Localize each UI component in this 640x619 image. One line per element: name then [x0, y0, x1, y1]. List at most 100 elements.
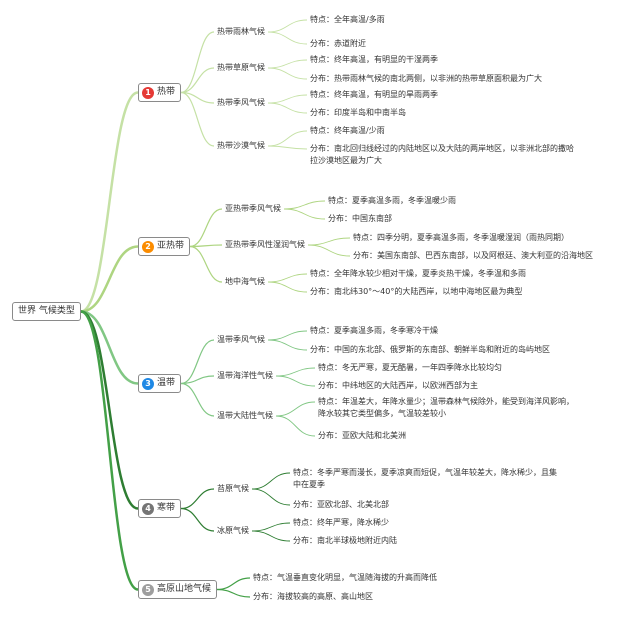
climate-node[interactable]: 热带季风气候 [217, 98, 265, 107]
detail-connector [275, 401, 316, 417]
detail-distribution: 分布：南北回归线经过的内陆地区以及大陆的两岸地区，以非洲北部的撒哈拉沙漠地区最为… [310, 144, 574, 165]
zone-frigid[interactable]: 4 寒带 [138, 499, 182, 518]
detail-feature: 特点：终年高温，有明显的旱雨两季 [310, 90, 438, 99]
climate-node[interactable]: 温带大陆性气候 [217, 411, 273, 420]
climate-node[interactable]: 亚热带季风气候 [225, 204, 281, 213]
climate-connector [189, 208, 223, 248]
detail-distribution: 分布：南北纬30°～40°的大陆西岸，以地中海地区最为典型 [310, 287, 523, 296]
climate-node[interactable]: 热带草原气候 [217, 63, 265, 72]
zone-tropical[interactable]: 1 热带 [138, 83, 182, 102]
detail-distribution: 分布：赤道附近 [310, 39, 366, 48]
detail-distribution: 分布：中国的东北部、俄罗斯的东南部、朝鲜半岛和附近的岛屿地区 [310, 345, 550, 354]
detail-feature: 特点：四季分明，夏季高温多雨，冬季温暖湿润（雨热同期） [353, 233, 569, 242]
detail-distribution: 分布：美国东南部、巴西东南部，以及阿根廷、澳大利亚的沿海地区 [353, 251, 593, 260]
detail-connector [267, 94, 308, 104]
detail-connector [267, 19, 308, 33]
detail-feature: 特点：夏季高温多雨，冬季寒冷干燥 [310, 326, 438, 335]
detail-distribution: 分布：海拔较高的高原、高山地区 [253, 592, 373, 601]
climate-connector [180, 507, 215, 532]
detail-feature: 特点：终年严寒，降水稀少 [293, 518, 389, 527]
zone-subtropical[interactable]: 2 亚热带 [138, 237, 191, 256]
climate-connector [180, 91, 215, 147]
zone-label: 温带 [157, 378, 176, 388]
climate-node[interactable]: 温带季风气候 [217, 335, 265, 344]
zone-connector [80, 91, 139, 313]
detail-connector [283, 208, 326, 220]
detail-connector [275, 367, 316, 377]
detail-connector [267, 31, 308, 45]
detail-feature: 特点：气温垂直变化明显，气温随海拔的升高而降低 [253, 573, 437, 582]
zone-label: 高原山地气候 [157, 584, 212, 594]
climate-connector [180, 31, 215, 94]
zone-highland[interactable]: 5 高原山地气候 [138, 580, 218, 599]
detail-distribution: 分布：亚欧北部、北美北部 [293, 500, 389, 509]
climate-node[interactable]: 热带沙漠气候 [217, 141, 265, 150]
detail-distribution: 分布：热带雨林气候的南北两侧，以非洲的热带草原面积最为广大 [310, 74, 542, 83]
climate-node[interactable]: 温带海洋性气候 [217, 371, 273, 380]
detail-connector [267, 102, 308, 114]
zone-connector [80, 245, 139, 313]
detail-feature: 特点：年温差大，年降水量少；温带森林气候除外，能受到海洋风影响，降水较其它类型偏… [318, 397, 574, 418]
detail-connector [251, 522, 291, 532]
detail-connector [267, 67, 308, 80]
zone-connector [80, 310, 139, 385]
detail-connector [217, 588, 251, 598]
number-badge: 3 [142, 377, 154, 390]
climate-connector [180, 382, 215, 417]
detail-distribution: 分布：印度半岛和中南半岛 [310, 108, 406, 117]
climate-connector [190, 244, 223, 248]
detail-connector [267, 330, 308, 341]
detail-distribution: 分布：中纬地区的大陆西岸，以欧洲西部为主 [318, 381, 478, 390]
climate-connector [181, 375, 215, 385]
detail-feature: 特点：全年降水较少相对干燥，夏季炎热干燥，冬季温和多雨 [310, 269, 526, 278]
detail-distribution: 分布：中国东南部 [328, 214, 392, 223]
detail-connector [283, 200, 326, 210]
detail-connector [267, 59, 308, 69]
root-label: 世界 气候类型 [18, 306, 75, 316]
climate-node[interactable]: 苔原气候 [217, 484, 249, 493]
climate-node[interactable]: 热带雨林气候 [217, 27, 265, 36]
climate-node[interactable]: 亚热带季风性湿润气候 [225, 240, 305, 249]
root-node[interactable]: 世界 气候类型 [12, 302, 81, 321]
detail-connector [275, 415, 316, 437]
detail-distribution: 分布：亚欧大陆和北美洲 [318, 431, 406, 440]
number-badge: 5 [142, 583, 154, 596]
detail-feature: 特点：冬无严寒，夏无酷暑，一年四季降水比较均匀 [318, 363, 502, 372]
detail-connector [307, 237, 351, 246]
number-badge: 2 [142, 240, 154, 253]
number-badge: 4 [142, 502, 154, 515]
detail-connector [251, 530, 291, 542]
detail-connector [251, 472, 291, 490]
detail-feature: 特点：冬季严寒而漫长，夏季凉爽而短促，气温年较差大，降水稀少，且集中在夏季 [293, 468, 557, 489]
climate-connector [180, 339, 215, 385]
detail-feature: 特点：终年高温，有明显的干湿两季 [310, 55, 438, 64]
zone-temperate[interactable]: 3 温带 [138, 374, 182, 393]
climate-node[interactable]: 冰原气候 [217, 526, 249, 535]
detail-connector [275, 375, 316, 387]
detail-feature: 特点：终年高温/少雨 [310, 126, 385, 135]
zone-connector [80, 310, 139, 591]
detail-connector [217, 577, 251, 591]
detail-connector [307, 244, 351, 257]
detail-connector [267, 145, 308, 150]
detail-connector [267, 339, 308, 351]
detail-feature: 特点：全年高温/多雨 [310, 15, 385, 24]
climate-connector [180, 488, 215, 510]
detail-connector [267, 281, 308, 293]
climate-connector [181, 91, 215, 104]
climate-connector [180, 67, 215, 94]
zone-label: 热带 [157, 87, 176, 97]
zone-label: 寒带 [157, 503, 176, 513]
detail-connector [267, 130, 308, 147]
detail-distribution: 分布：南北半球极地附近内陆 [293, 536, 397, 545]
zone-label: 亚热带 [157, 241, 185, 251]
zone-connector [80, 310, 139, 510]
detail-feature: 特点：夏季高温多雨，冬季温暖少雨 [328, 196, 456, 205]
climate-node[interactable]: 地中海气候 [225, 277, 265, 286]
detail-connector [267, 273, 308, 283]
climate-connector [189, 245, 223, 283]
number-badge: 1 [142, 86, 154, 99]
detail-connector [251, 488, 291, 506]
